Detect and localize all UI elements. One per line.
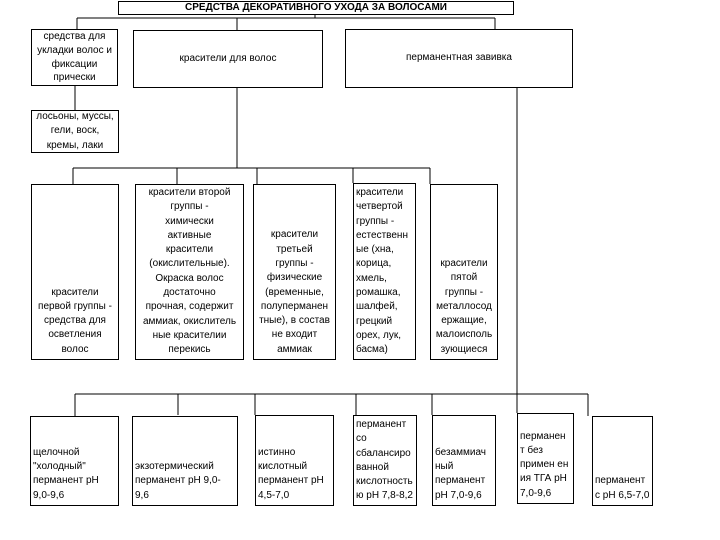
perm-type-1-box: щелочной "холодный" перманент рН 9,0-9,6 — [30, 416, 119, 506]
branch-styling-box: средства для укладки волос и фиксации пр… — [31, 29, 118, 86]
perm-type-6-box: перманен т без примен ен ия ТГА рН 7,0-9… — [517, 413, 574, 504]
perm-type-5-box: безаммиач ный перманент рН 7,0-9,6 — [432, 415, 496, 506]
styling-products-box: лосьоны, муссы, гели, воск, кремы, лаки — [31, 110, 119, 153]
branch-perm-wave-box: перманентная завивка — [345, 29, 573, 88]
branch-hair-dyes-box: красители для волос — [133, 30, 323, 88]
dye-group-1-box: красители первой группы - средства для о… — [31, 184, 119, 360]
dye-group-3-box: красители третьей группы - физические (в… — [253, 184, 336, 360]
dye-group-2-box: красители второй группы - химически акти… — [135, 184, 244, 360]
dye-group-4-box: красители четвертой группы - естественн … — [353, 183, 416, 360]
dye-group-5-box: красители пятой группы - металлосод ержа… — [430, 184, 498, 360]
perm-type-2-box: экзотермический перманент рН 9,0- 9,6 — [132, 416, 238, 506]
perm-type-4-box: перманент со сбалансиро ванной кислотнос… — [353, 415, 417, 506]
title-box: СРЕДСТВА ДЕКОРАТИВНОГО УХОДА ЗА ВОЛОСАМИ — [118, 1, 514, 15]
perm-type-3-box: истинно кислотный перманент рН 4,5-7,0 — [255, 415, 334, 506]
perm-type-7-box: перманент с рН 6,5-7,0 — [592, 416, 653, 506]
